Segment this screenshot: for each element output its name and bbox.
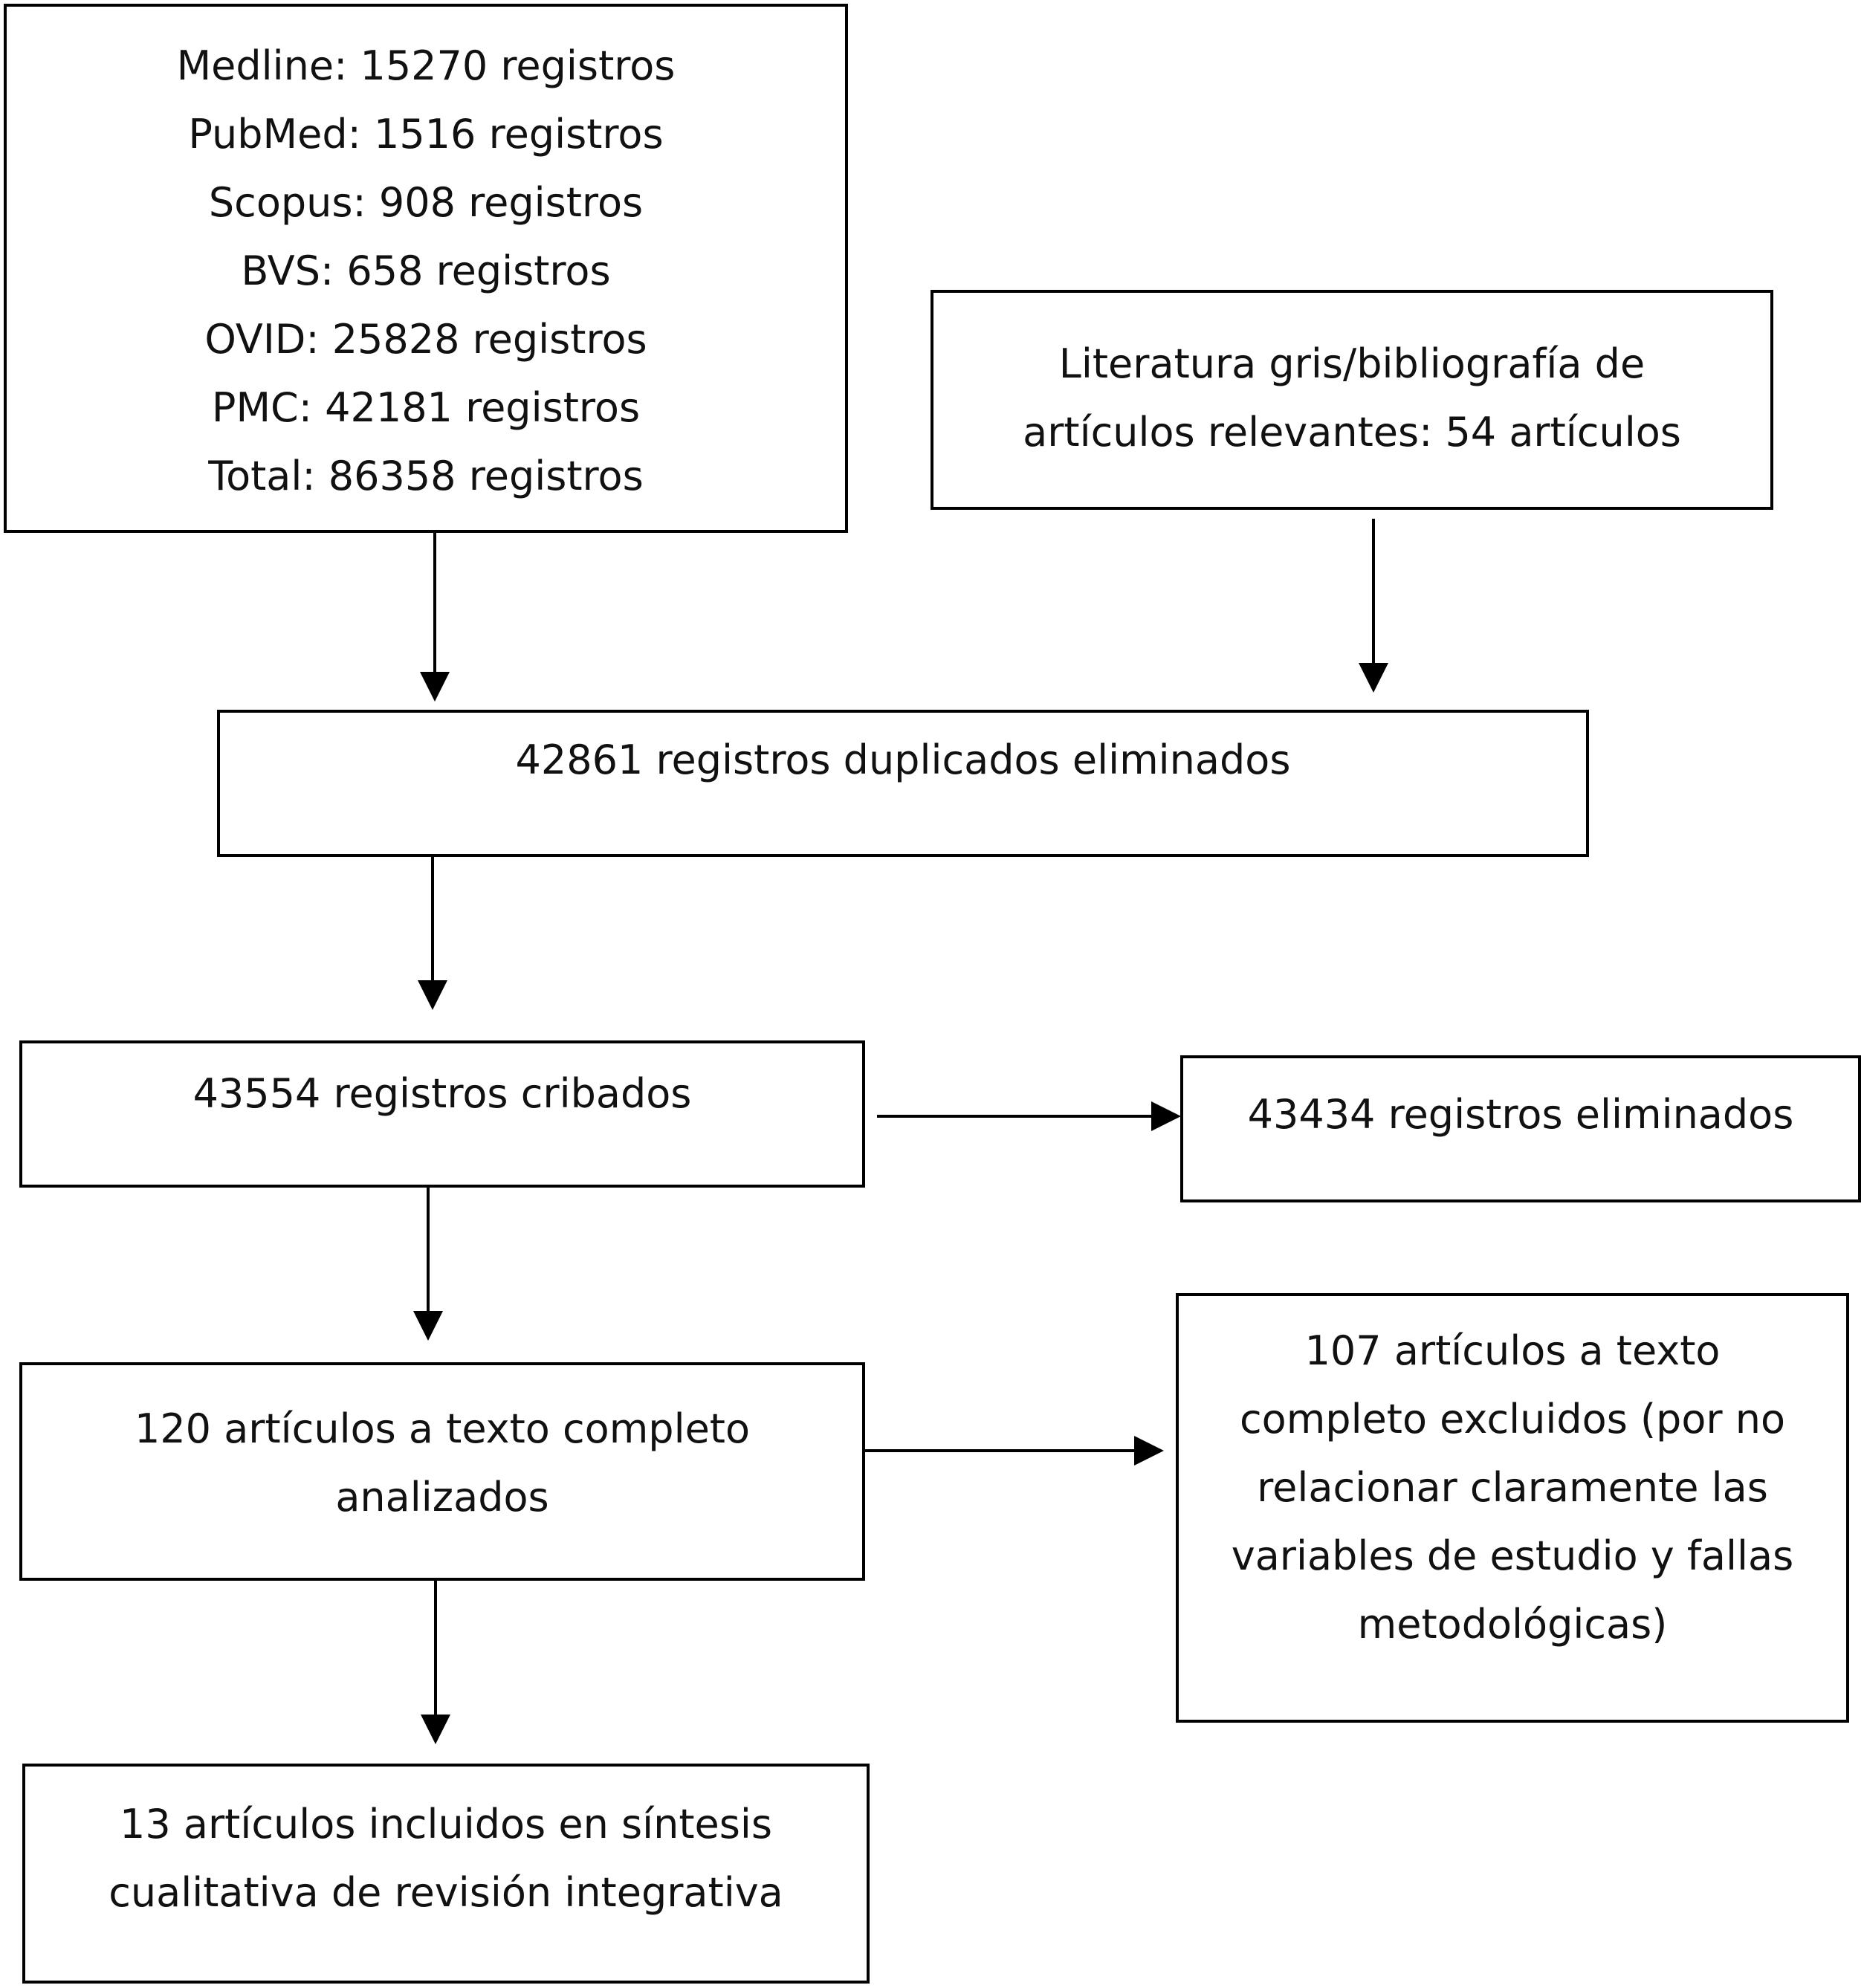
excluded-line: 107 artículos a texto — [1304, 1327, 1721, 1374]
sources-box: Medline: 15270 registros PubMed: 1516 re… — [4, 4, 848, 533]
grey-literature-line: artículos relevantes: 54 artículos — [1023, 409, 1681, 456]
screened-line: 43554 registros cribados — [192, 1070, 692, 1117]
screened-box: 43554 registros cribados — [19, 1040, 865, 1188]
excluded-box: 107 artículos a texto completo excluidos… — [1176, 1293, 1849, 1723]
sources-line: Total: 86358 registros — [208, 453, 644, 499]
removed-box: 43434 registros eliminados — [1180, 1055, 1861, 1202]
duplicates-box: 42861 registros duplicados eliminados — [217, 710, 1589, 857]
grey-literature-line: Literatura gris/bibliografía de — [1058, 340, 1645, 387]
sources-line: PubMed: 1516 registros — [188, 111, 664, 158]
excluded-line: relacionar claramente las — [1257, 1464, 1768, 1511]
duplicates-line: 42861 registros duplicados eliminados — [515, 736, 1291, 783]
grey-literature-box: Literatura gris/bibliografía de artículo… — [931, 290, 1773, 510]
sources-line: BVS: 658 registros — [241, 247, 611, 294]
sources-line: Scopus: 908 registros — [208, 179, 644, 226]
full-text-line: 120 artículos a texto completo — [134, 1405, 751, 1452]
included-line: cualitativa de revisión integrativa — [109, 1869, 783, 1916]
included-line: 13 artículos incluidos en síntesis — [119, 1801, 772, 1848]
sources-line: OVID: 25828 registros — [204, 316, 647, 363]
removed-line: 43434 registros eliminados — [1247, 1091, 1794, 1138]
sources-line: Medline: 15270 registros — [176, 42, 676, 89]
sources-line: PMC: 42181 registros — [211, 384, 641, 431]
excluded-line: metodológicas) — [1357, 1601, 1668, 1648]
included-box: 13 artículos incluidos en síntesis cuali… — [22, 1764, 870, 1984]
excluded-line: variables de estudio y fallas — [1231, 1532, 1794, 1579]
full-text-box: 120 artículos a texto completo analizado… — [19, 1362, 865, 1581]
excluded-line: completo excluidos (por no — [1239, 1396, 1786, 1443]
full-text-line: analizados — [335, 1474, 549, 1521]
